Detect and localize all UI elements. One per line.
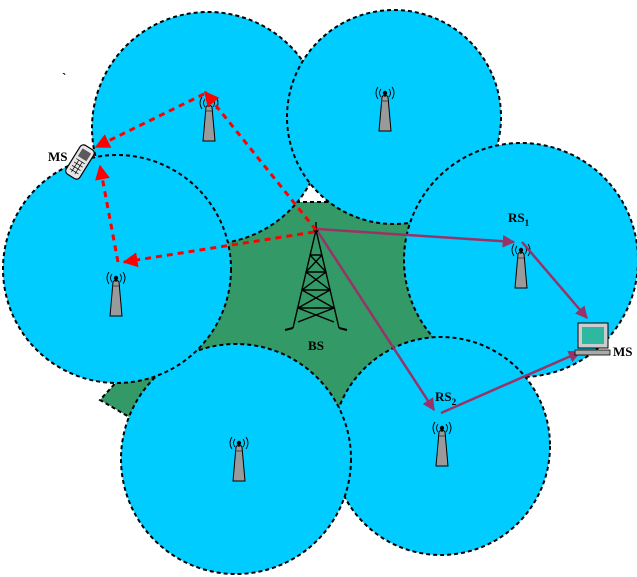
rs2-label-main: RS [435,389,452,404]
link-bs-to-rs1 [316,227,516,248]
rs2-label-sub: 2 [452,397,457,407]
solid-relay-links [316,227,588,415]
link-rs1-to-ms [521,241,588,319]
dashed-relay-links [94,90,318,268]
cell-left [2,154,232,384]
mobile-phone-icon [65,144,95,180]
rs1-label-main: RS [508,210,525,225]
link-bs-to-relay-top [203,90,318,231]
ms-right-label: MS [613,344,633,359]
rs1-label: RS1 [508,210,530,228]
link-bs-to-rs2 [316,231,436,412]
rs1-label-sub: 1 [525,218,530,228]
ms-left-label: MS [48,149,68,164]
link-rs2-to-ms [440,350,582,415]
stray-mark: ` [62,70,66,85]
link-relay-left-to-ms [95,164,120,263]
computer-monitor-icon [574,322,611,356]
rs2-label: RS2 [435,389,457,407]
bs-label: BS [308,338,324,353]
link-relay-top-to-ms [94,92,205,149]
